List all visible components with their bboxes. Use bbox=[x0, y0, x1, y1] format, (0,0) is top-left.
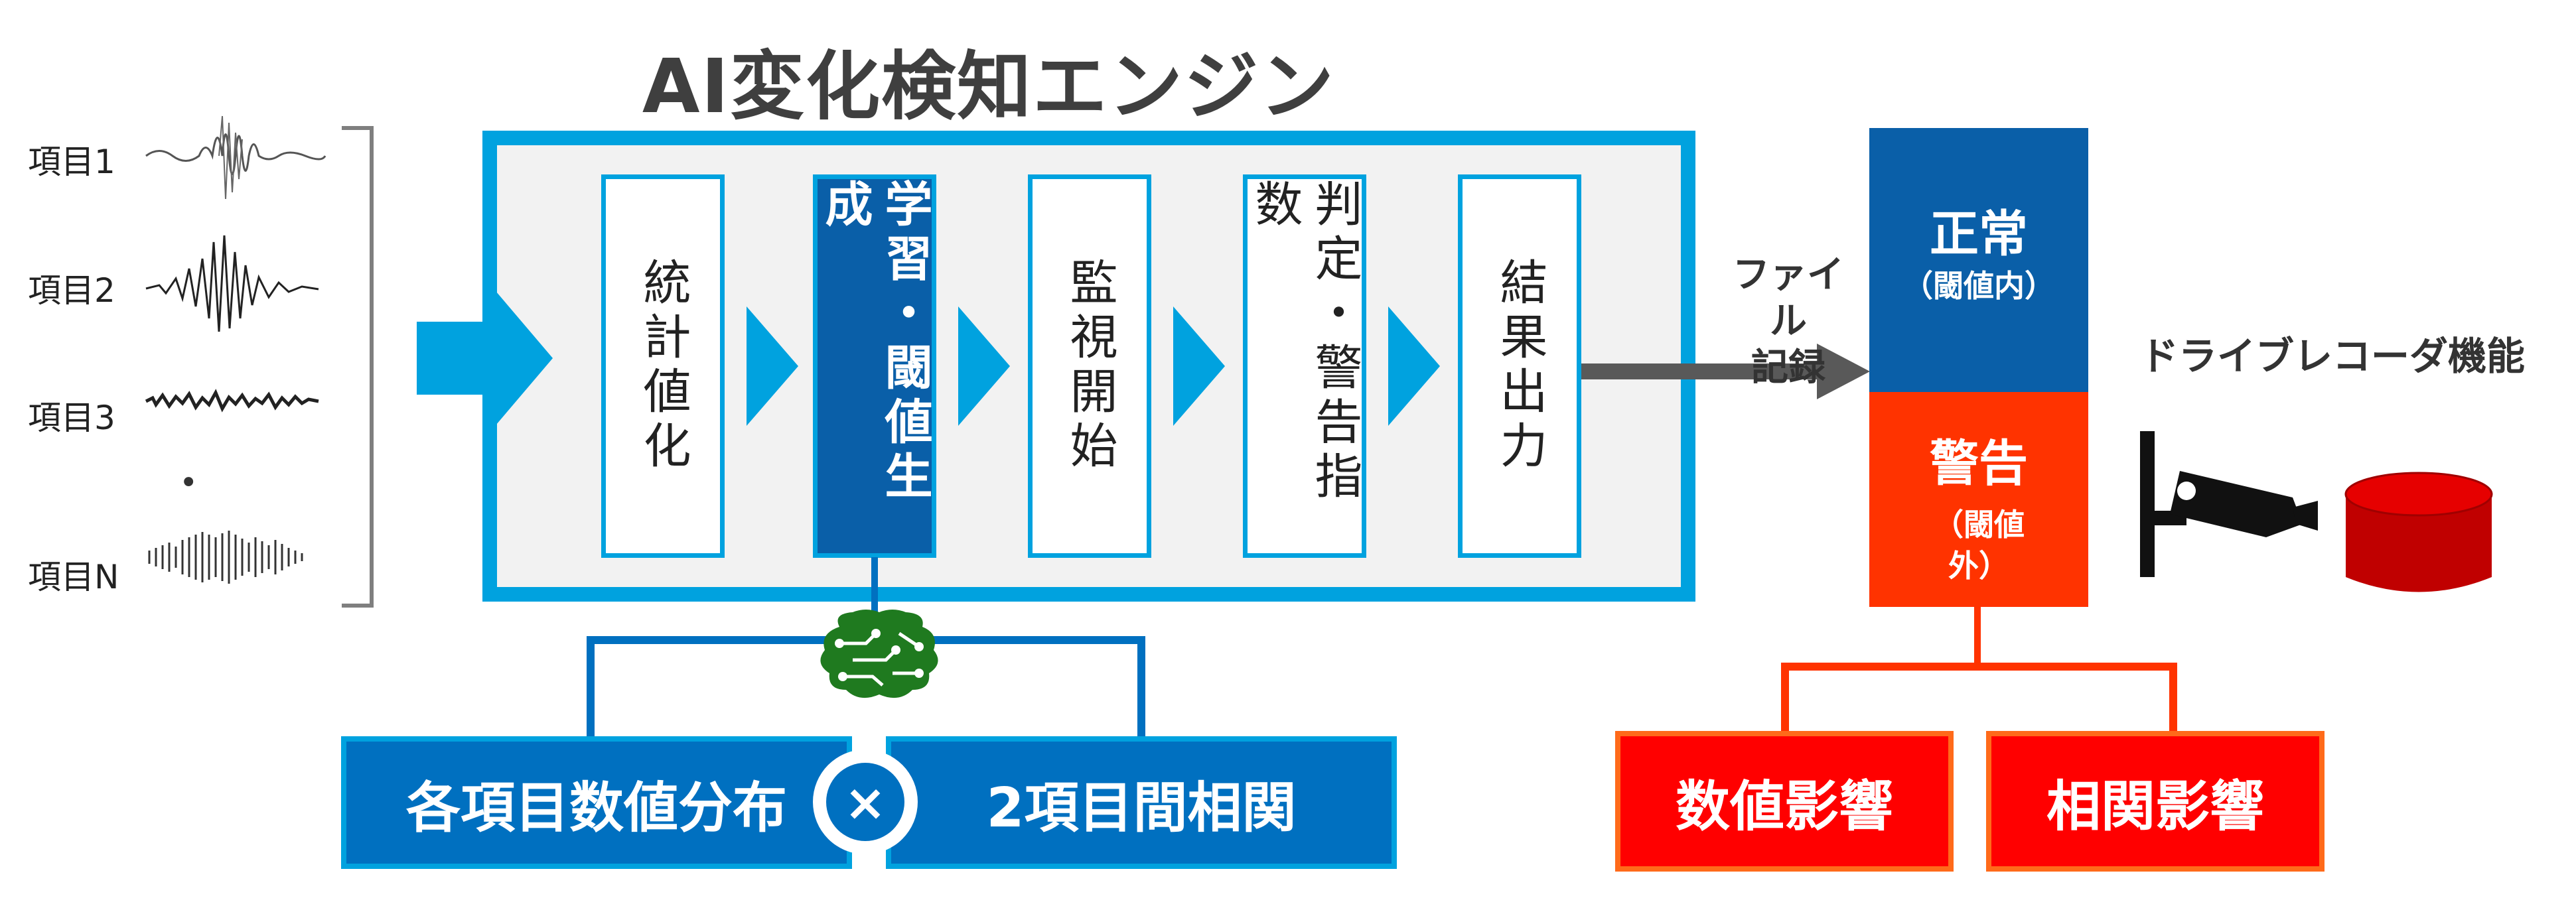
step-arrow-icon bbox=[1173, 306, 1225, 426]
step-monitoring-label: 監視開始 bbox=[1062, 257, 1117, 475]
step-learning: 学習・閾値生成 bbox=[813, 174, 936, 558]
step-output-label: 結果出力 bbox=[1492, 257, 1547, 475]
entry-arrow-icon bbox=[417, 292, 553, 425]
file-record-line1: ファイル bbox=[1733, 253, 1844, 343]
item-label-2: 項目2 bbox=[28, 271, 115, 310]
step-judgement: 判定・警告指数 bbox=[1243, 174, 1366, 558]
ellipsis-dot: • bbox=[179, 464, 198, 501]
database-icon bbox=[2344, 472, 2493, 592]
file-record-label: ファイル 記録 bbox=[1719, 252, 1858, 391]
alert-status-box: 警告 （閾値 外） bbox=[1869, 392, 2088, 607]
output-arrow-icon bbox=[1581, 344, 1870, 399]
normal-sub: （閾値内） bbox=[1902, 268, 2055, 304]
step-learning-label: 学習・閾値生成 bbox=[817, 179, 932, 505]
step-arrow-icon bbox=[1388, 306, 1440, 426]
alert-sub-1: （閾値 bbox=[1933, 507, 2025, 543]
step-arrow-icon bbox=[958, 306, 1010, 426]
numeric-impact-box: 数値影響 bbox=[1615, 731, 1954, 872]
step-statistics-label: 統計値化 bbox=[635, 257, 691, 475]
brain-circuit-icon bbox=[820, 610, 938, 698]
item-label-n: 項目N bbox=[28, 558, 119, 596]
impact-connector bbox=[1781, 600, 2177, 740]
cross-circle-outer: × bbox=[813, 750, 918, 854]
item-label-3: 項目3 bbox=[28, 399, 115, 437]
file-record-line2: 記録 bbox=[1751, 346, 1825, 389]
step-statistics: 統計値化 bbox=[601, 174, 725, 558]
pair-correlation-box: 2項目間相関 bbox=[886, 736, 1397, 869]
normal-title: 正常 bbox=[1930, 206, 2028, 263]
alert-sub-2: 外） bbox=[1948, 548, 2009, 584]
waveform-icon bbox=[145, 115, 326, 584]
cross-icon: × bbox=[826, 763, 904, 841]
step-output: 結果出力 bbox=[1458, 174, 1581, 558]
step-monitoring: 監視開始 bbox=[1028, 174, 1151, 558]
alert-title: 警告 bbox=[1930, 435, 2028, 492]
numeric-distribution-box: 各項目数値分布 bbox=[341, 736, 852, 869]
drive-recorder-label: ドライブレコーダ機能 bbox=[2140, 334, 2526, 379]
normal-status-box: 正常 （閾値内） bbox=[1869, 128, 2088, 392]
item-label-1: 項目1 bbox=[28, 143, 115, 181]
step-arrow-icon bbox=[747, 306, 798, 426]
correlation-impact-box: 相関影響 bbox=[1986, 731, 2325, 872]
step-judgement-label: 判定・警告指数 bbox=[1247, 179, 1362, 505]
items-bracket bbox=[342, 126, 374, 608]
camera-icon bbox=[2140, 431, 2318, 577]
diagram-title: AI変化検知エンジン bbox=[642, 44, 1336, 130]
